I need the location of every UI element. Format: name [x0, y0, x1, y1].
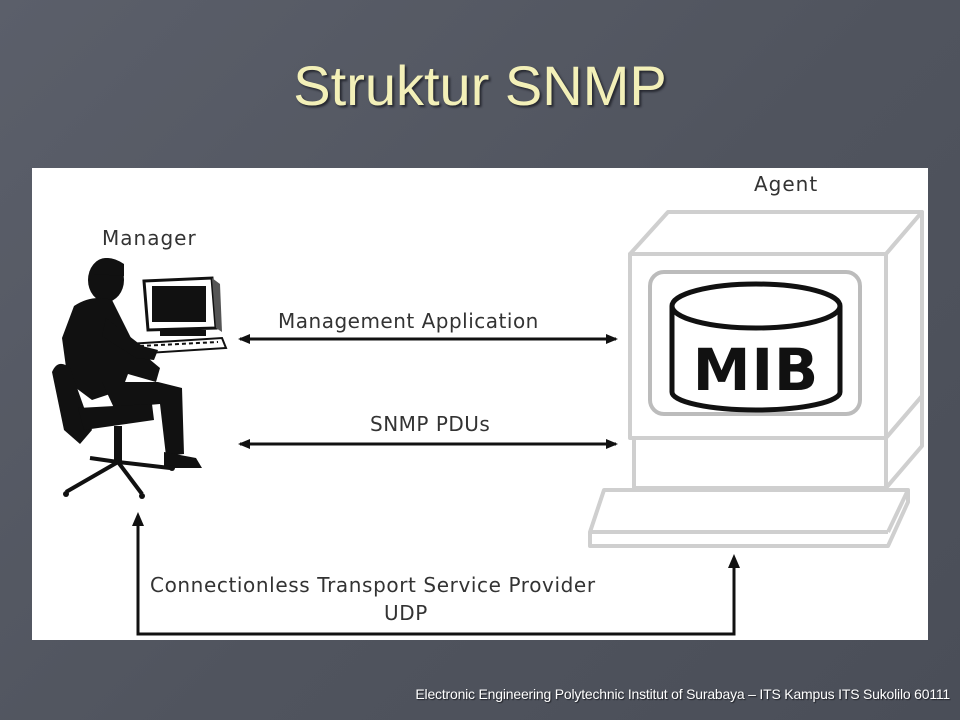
manager-person-icon	[52, 258, 228, 499]
manager-label: Manager	[102, 226, 197, 250]
udp-label: UDP	[384, 601, 428, 625]
transport-loop-arrow	[136, 524, 736, 636]
mib-database-icon	[669, 281, 843, 413]
snmp-structure-diagram: Manager Agent Management Application SNM…	[32, 168, 928, 640]
slide-title: Struktur SNMP	[293, 54, 667, 117]
snmp-pdus-label: SNMP PDUs	[370, 412, 490, 436]
management-application-label: Management Application	[278, 309, 539, 333]
transport-arrowhead-manager	[132, 512, 144, 526]
agent-label: Agent	[754, 172, 818, 196]
transport-label: Connectionless Transport Service Provide…	[150, 573, 596, 597]
transport-arrowhead-agent	[728, 554, 740, 568]
mib-label: MIB	[693, 336, 820, 404]
slide-footer: Electronic Engineering Polytechnic Insti…	[415, 686, 950, 702]
